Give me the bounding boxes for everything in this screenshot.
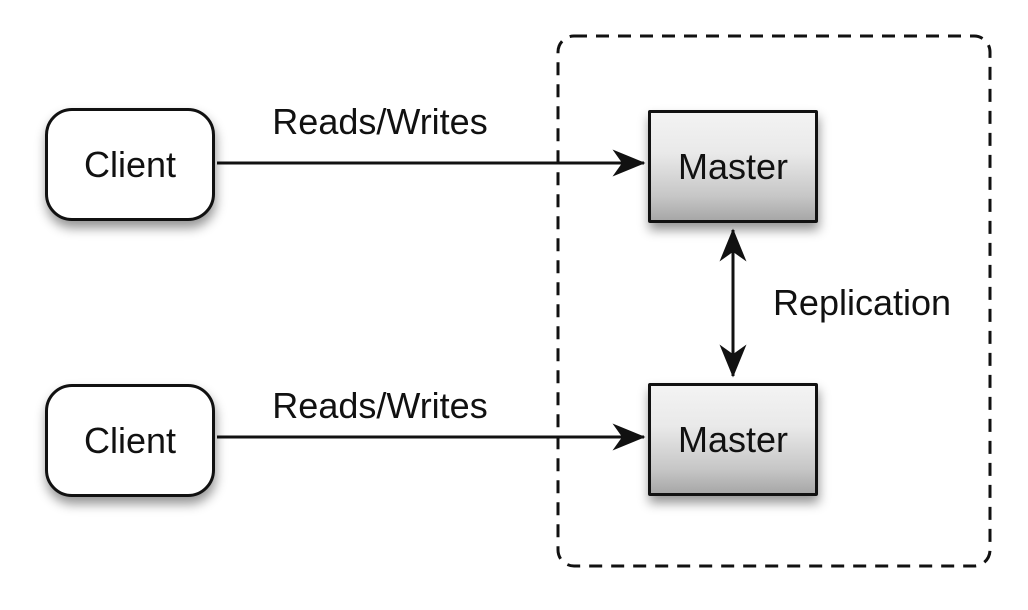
client-1-label: Client	[83, 143, 177, 185]
replication-group-border	[556, 34, 992, 568]
master-1-node: Master	[648, 110, 818, 223]
client-2-node: Client	[45, 384, 215, 497]
master-2-label: Master	[677, 418, 789, 460]
client-1-node: Client	[45, 108, 215, 221]
master-1-label: Master	[677, 145, 789, 187]
reads-writes-label-1: Reads/Writes	[272, 101, 488, 142]
replication-label: Replication	[772, 282, 952, 323]
master-2-node: Master	[648, 383, 818, 496]
client-2-label: Client	[83, 419, 177, 461]
reads-writes-label-2: Reads/Writes	[272, 385, 488, 426]
